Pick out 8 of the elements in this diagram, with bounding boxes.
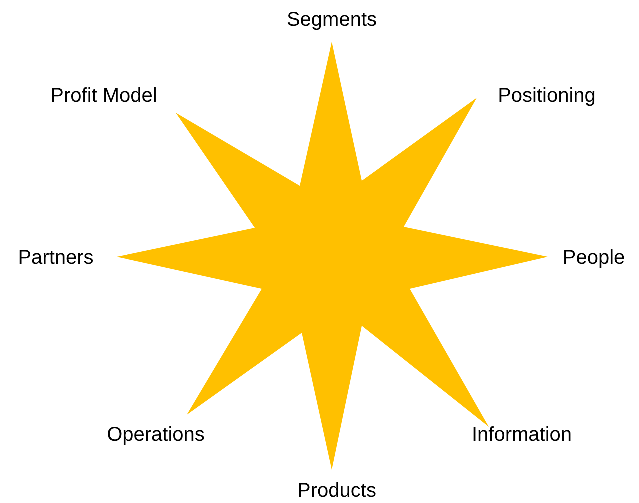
star-point-label: Profit Model xyxy=(50,85,158,107)
star-point-label: Operations xyxy=(107,424,205,446)
star-point-label: Information xyxy=(472,424,572,446)
star-point-label: Segments xyxy=(286,9,378,31)
star-point-label: People xyxy=(562,247,626,269)
star-point-label: Partners xyxy=(18,247,94,269)
star-point-label: Products xyxy=(298,480,376,502)
star-point-label: Positioning xyxy=(498,85,596,107)
